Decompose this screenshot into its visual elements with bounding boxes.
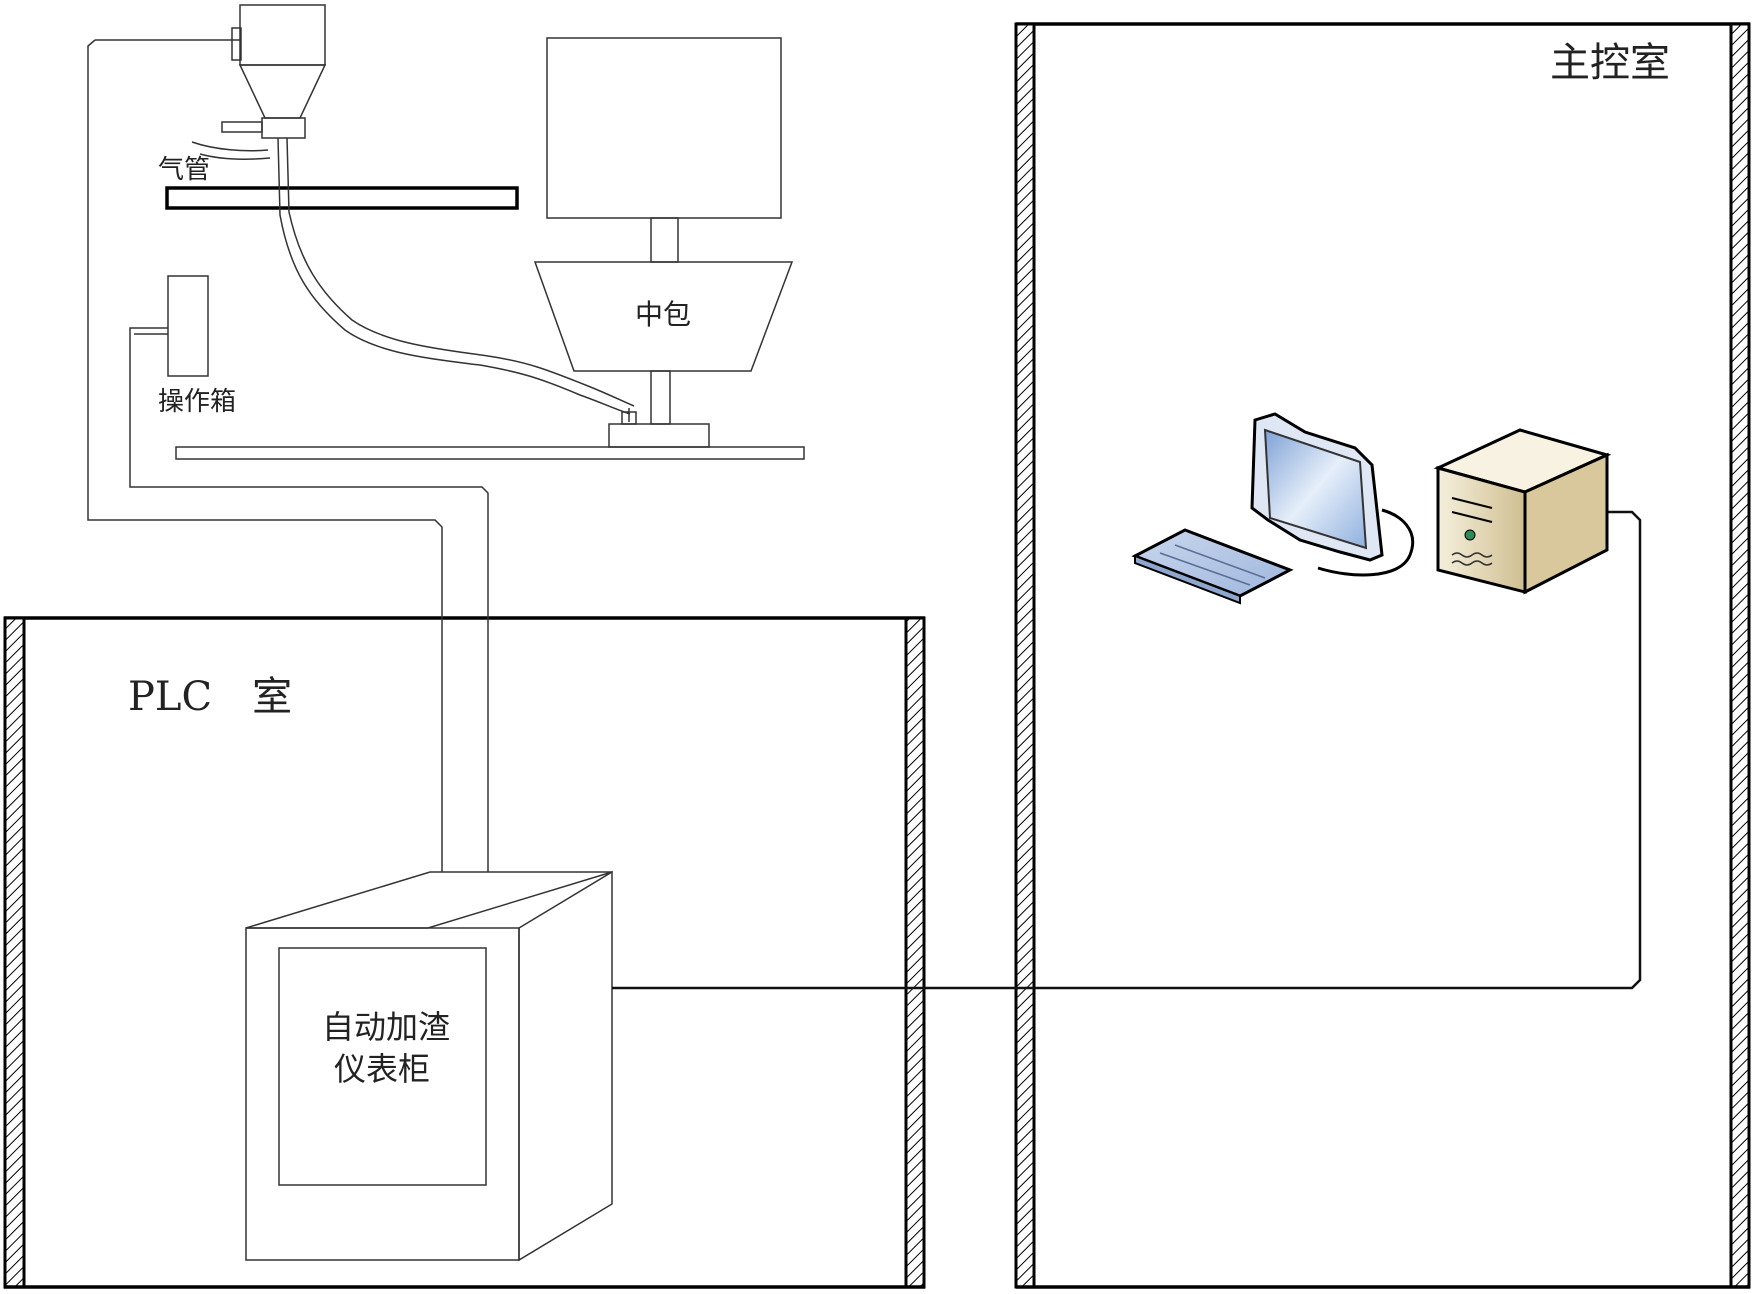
cabinet-label-line1: 自动加渣 [322,1008,450,1046]
monitor-icon [1250,412,1415,577]
slag-feeder-hopper [95,4,327,139]
operation-box: 操作箱 [158,275,236,417]
air-pipe: 气管 [158,141,271,185]
air-pipe-label: 气管 [158,155,210,185]
cabinet-label-line2: 仪表柜 [334,1050,430,1088]
control-room-left-wall [1014,22,1036,1289]
cable-feeder-to-cabinet [87,39,489,872]
platform-beam [165,186,519,210]
main-control-room-label: 主控室 [1550,40,1670,86]
tundish-base [175,408,805,460]
plc-room-label: PLC 室 [128,674,292,720]
computer-workstation [1131,412,1612,605]
tundish: 中包 [533,37,794,425]
plc-room-left-wall [3,616,26,1289]
network-cable [612,510,1642,990]
keyboard-icon [1131,528,1294,605]
feed-tube [277,137,635,415]
operation-box-label: 操作箱 [158,387,236,417]
main-control-room: 主控室 [1014,22,1751,1289]
plc-room: PLC 室 [3,616,926,1289]
tundish-label: 中包 [635,298,691,331]
pc-tower-icon [1433,428,1612,595]
slag-cabinet: 自动加渣 仪表柜 [245,870,613,1262]
plc-room-right-wall [904,616,926,1289]
control-room-right-wall [1729,22,1751,1289]
